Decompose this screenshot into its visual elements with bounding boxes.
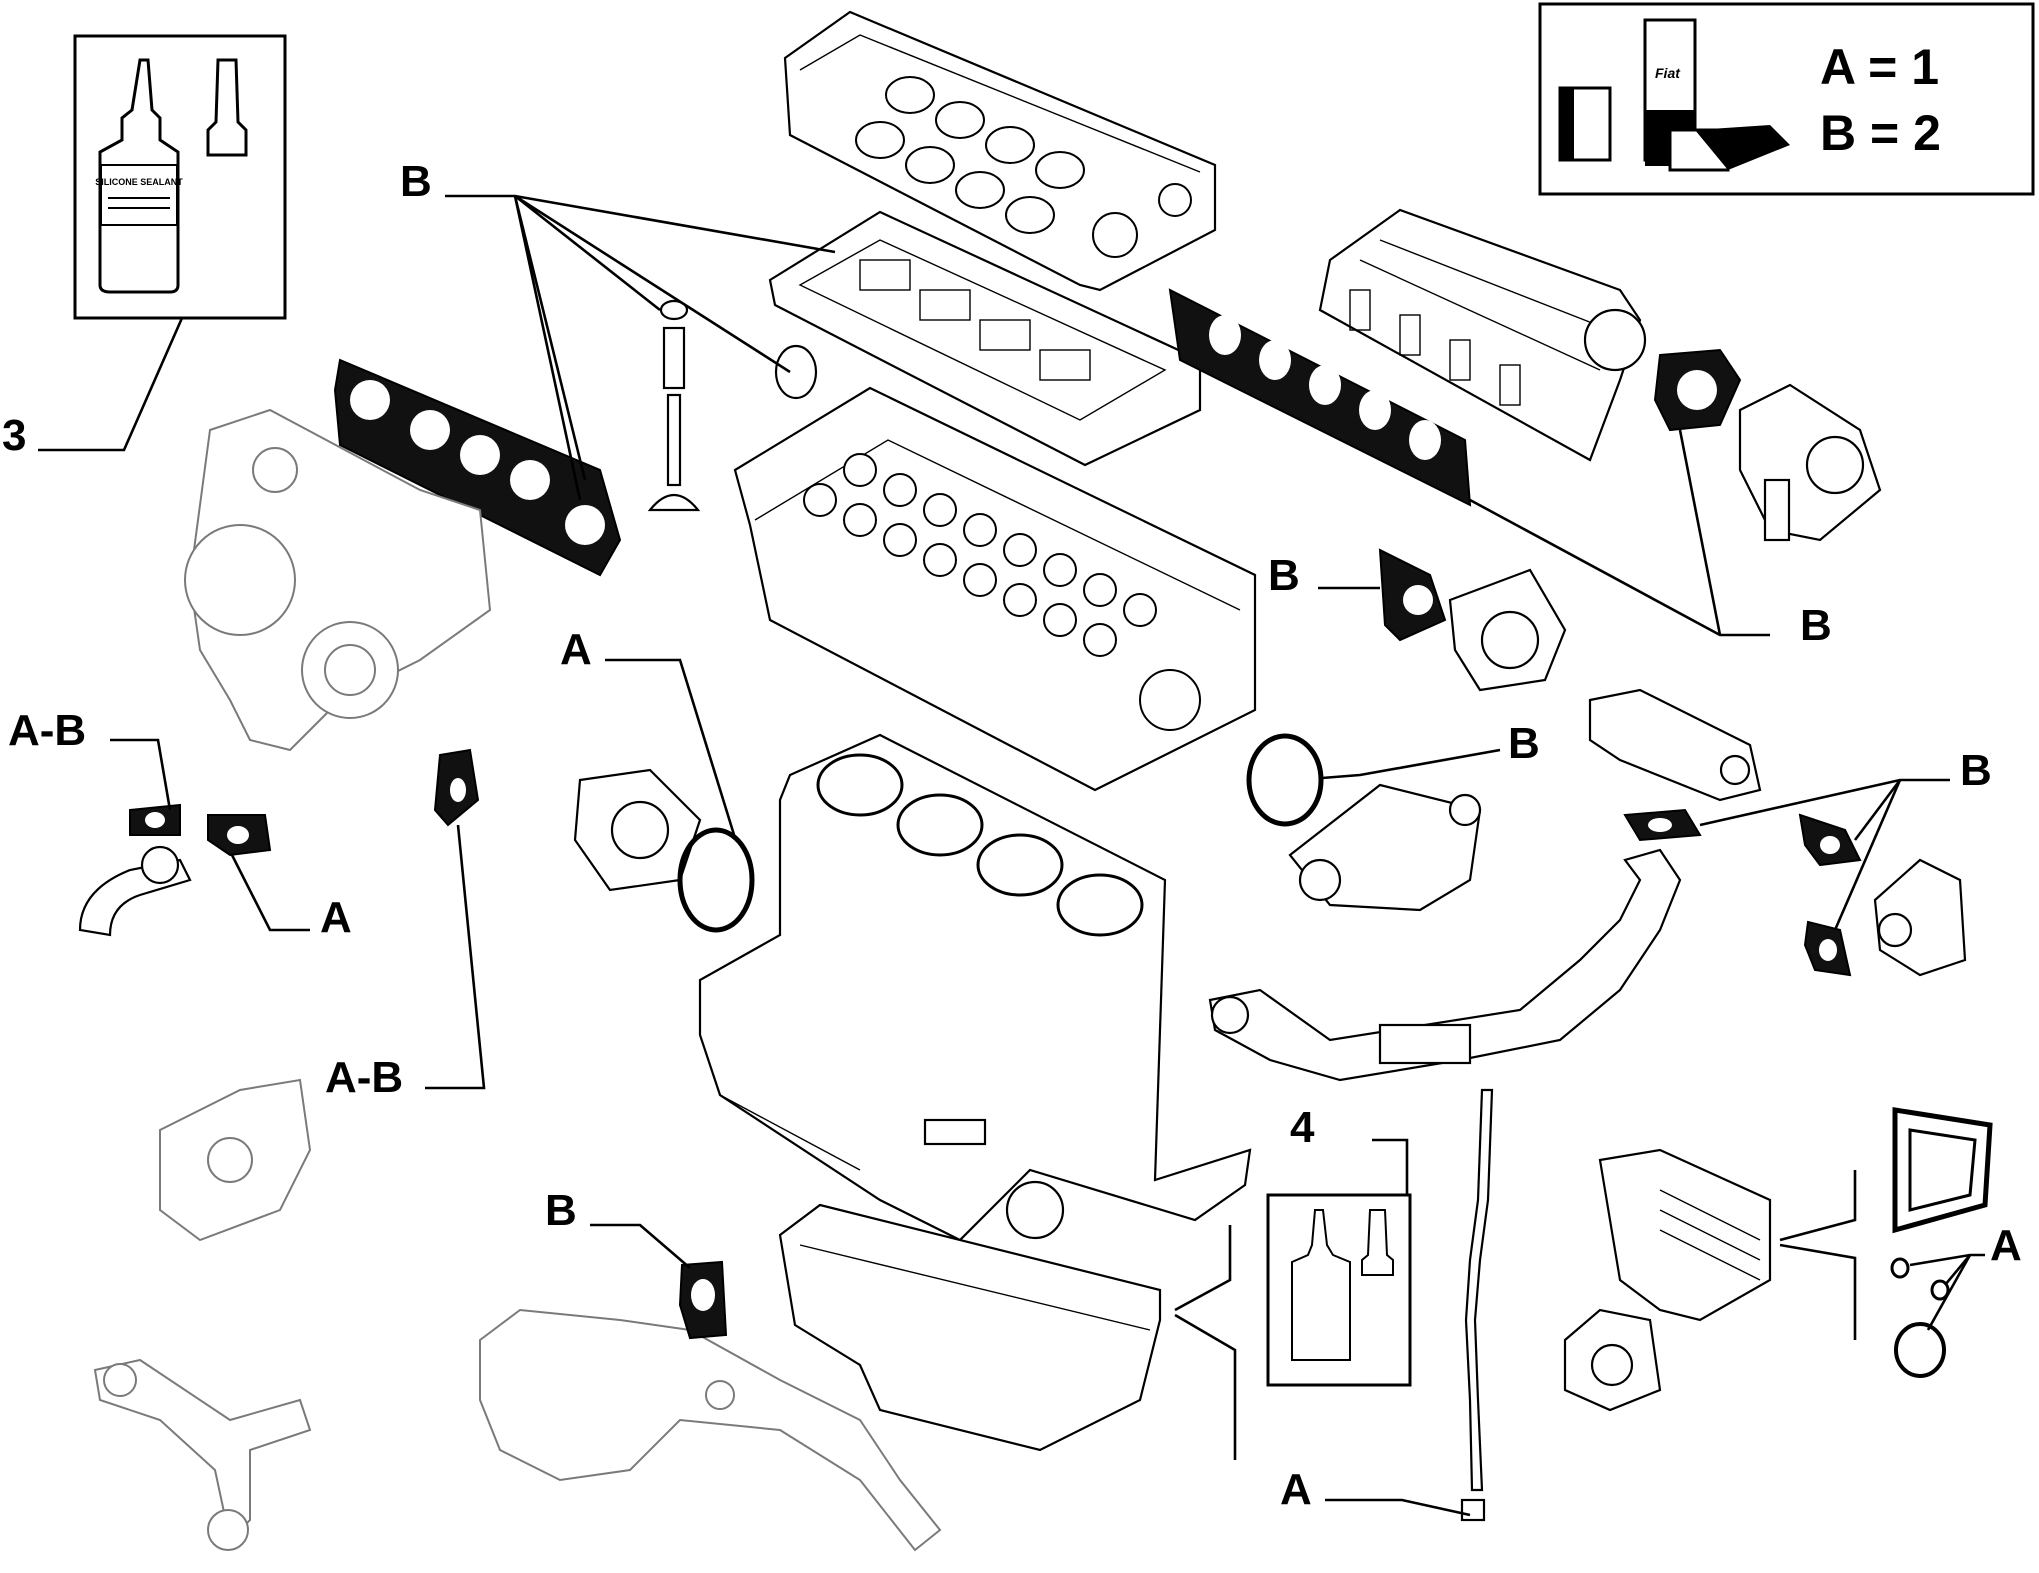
- thermostat-housing: [1288, 783, 1482, 912]
- egr-gasket-right-1: [1623, 808, 1702, 842]
- callout-b-top-right: B: [1800, 601, 1832, 650]
- throttle-body: [1738, 383, 1882, 542]
- callout-a-waterpump: A: [560, 625, 592, 674]
- valve-cover-gasket: [768, 210, 1202, 467]
- vacuum-pump-gasket: [1378, 548, 1447, 642]
- egr-valve: [1588, 688, 1762, 802]
- cylinder-head: [733, 386, 1257, 792]
- callout-b-mid: B: [1268, 551, 1300, 600]
- intake-manifold-gasket: [1168, 288, 1472, 507]
- egr-elbow: [1873, 858, 1967, 977]
- callout-b-top: B: [400, 157, 432, 206]
- egr-gasket-right-3: [1803, 920, 1852, 977]
- callout-a-oil-cooler: A: [1990, 1221, 2022, 1270]
- dipstick-tube: [1460, 1088, 1494, 1522]
- oil-pickup: [93, 1358, 312, 1551]
- egr-gasket-right-2: [1798, 813, 1862, 867]
- sealant-box-4: 4: [1266, 1103, 1412, 1387]
- throttle-body-gasket: [1653, 348, 1742, 432]
- vacuum-pump: [1448, 568, 1567, 692]
- egr-cooler-pipe: [1208, 848, 1682, 1082]
- callout-3: 3: [2, 411, 26, 460]
- oil-cooler-gasket: [1892, 1107, 1993, 1234]
- oil-pump: [159, 1078, 312, 1242]
- turbocharger: [184, 408, 492, 752]
- coolant-pipe-gasket: [678, 1260, 728, 1340]
- oil-pan: [778, 1203, 1162, 1452]
- thermostat-oring: [1246, 733, 1324, 827]
- callout-ab-left: A-B: [8, 706, 86, 755]
- exhaust-manifold-gasket: [333, 358, 622, 577]
- small-gasket-ab-left: [129, 803, 181, 836]
- legend-a: A = 1: [1820, 39, 1939, 95]
- small-gasket-ab-mid: [433, 748, 480, 827]
- coolant-pipe: [479, 1308, 942, 1552]
- legend-b: B = 2: [1820, 105, 1941, 161]
- egr-pipe-left: [78, 845, 192, 937]
- legend-box: Fiat A = 1 B = 2: [1538, 2, 2035, 196]
- callout-b-bottom: B: [545, 1186, 577, 1235]
- oil-cooler-filter: [1563, 1148, 1772, 1412]
- tube-brand: Fiat: [1655, 65, 1681, 81]
- sealant-bottle-icon: SILICONE SEALANT: [95, 58, 248, 294]
- callout-ab-mid: A-B: [325, 1053, 403, 1102]
- intake-manifold: [1318, 208, 1647, 462]
- small-gasket-a-left: [207, 814, 272, 857]
- sealant-tube-icon: Fiat: [1558, 18, 1790, 172]
- water-pump-oring: [677, 827, 755, 933]
- bottle-label: SILICONE SEALANT: [95, 177, 183, 187]
- callout-4: 4: [1290, 1103, 1315, 1152]
- engine-block: [698, 733, 1252, 1242]
- camshaft-housing: [783, 10, 1217, 292]
- callout-b-egr: B: [1960, 746, 1992, 795]
- callout-a-dipstick: A: [1280, 1465, 1312, 1514]
- oil-cooler-orings: [1890, 1257, 1950, 1378]
- callout-b-thermostat: B: [1508, 719, 1540, 768]
- valve-and-seal: [647, 299, 818, 512]
- callout-a-pipe: A: [320, 893, 352, 942]
- sealant-box-3: SILICONE SEALANT 3: [2, 34, 287, 460]
